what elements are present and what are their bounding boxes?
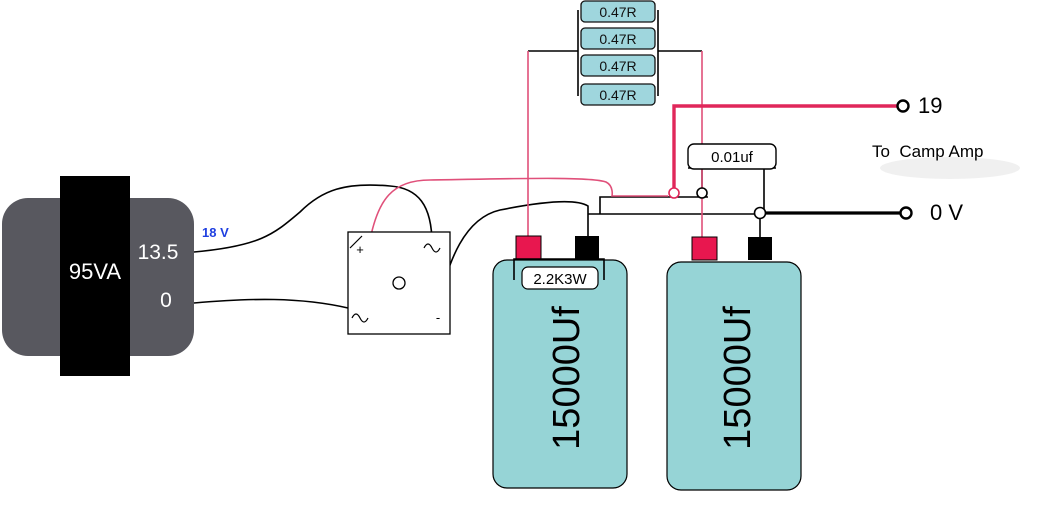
wire-rectifier-positive <box>369 177 668 241</box>
small-capacitor <box>687 143 777 170</box>
resistor-1-label: 0.47R <box>599 4 636 20</box>
junction-positive <box>668 187 680 199</box>
bleeder-resistor-label: 2.2K3W <box>533 271 587 288</box>
capacitor-2-positive-terminal <box>691 236 718 261</box>
rectifier-plus-lead <box>349 235 363 249</box>
destination-label: To Camp Amp <box>872 142 984 161</box>
positive-wires <box>369 51 898 241</box>
junction-ground <box>753 206 767 220</box>
resistor-2-label: 0.47R <box>599 31 636 47</box>
capacitor-1-negative-terminal <box>575 236 599 259</box>
rectifier-minus-mark: - <box>436 310 440 325</box>
transformer-tap-high: 13.5 <box>138 241 179 264</box>
wire-ac-high <box>193 184 433 253</box>
capacitor-1-label: 15000Uf <box>546 306 588 450</box>
transformer-core <box>60 176 130 376</box>
capacitor-2: 15000Uf <box>666 236 802 491</box>
capacitor-1: 2.2K3W 15000Uf <box>492 235 628 489</box>
wire-ac-low <box>193 298 349 309</box>
resistor-2 <box>580 27 656 50</box>
transformer-rating: 95VA <box>69 259 122 284</box>
small-capacitor-label: 0.01uf <box>711 149 754 166</box>
destination-label-shadow <box>880 157 1020 179</box>
rectifier-mount-hole <box>392 276 406 290</box>
resistor-bank: 0.47R 0.47R 0.47R 0.47R <box>580 0 656 106</box>
resistor-1 <box>580 0 656 23</box>
positive-output-line <box>672 104 898 192</box>
transformer-tap-low: 0 <box>160 289 172 312</box>
capacitor-2-label: 15000Uf <box>717 306 759 450</box>
rectifier-ac-symbol-top <box>423 243 441 253</box>
output-positive-terminal <box>896 99 910 113</box>
bridge-rectifier: + - <box>347 231 451 335</box>
capacitor-1-positive-terminal <box>515 235 542 260</box>
capacitor-2-negative-terminal <box>748 237 772 260</box>
bleeder-resistor <box>521 266 599 290</box>
wire-smallcap-right <box>763 167 776 214</box>
output-ground-label: 0 V <box>930 200 963 225</box>
capacitor-1-body <box>492 259 628 489</box>
junction-resistor <box>696 187 708 199</box>
capacitor-2-body <box>666 261 802 491</box>
resistor-4-label: 0.47R <box>599 87 636 103</box>
resistor-3-label: 0.47R <box>599 58 636 74</box>
output-ground-terminal <box>899 206 913 220</box>
output-positive-label: 19 <box>918 93 942 118</box>
transformer: 95VA 13.5 0 <box>2 176 194 376</box>
rectifier-plus-mark: + <box>356 242 364 257</box>
bleeder-resistor-leads <box>513 258 605 280</box>
rectifier-ac-symbol-bottom <box>351 313 369 323</box>
resistor-3 <box>580 54 656 77</box>
wire-to-resistor-node <box>599 196 708 214</box>
voltage-note: 18 V <box>202 225 229 240</box>
resistor-4 <box>580 83 656 106</box>
